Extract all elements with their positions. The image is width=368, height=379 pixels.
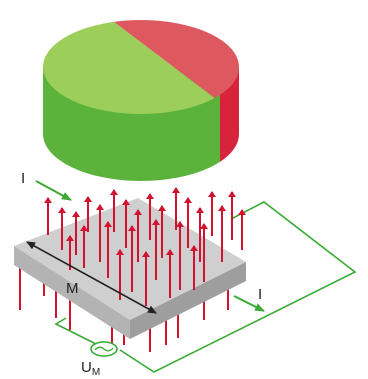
- length-label: M: [66, 280, 79, 297]
- current-in-arrow: [35, 180, 72, 201]
- current-out-arrow: [233, 295, 265, 312]
- hall-voltage-symbol: U: [81, 359, 92, 376]
- permanent-magnet: [43, 20, 239, 181]
- hall-voltage-subscript: M: [91, 367, 101, 378]
- current-out-label: I: [258, 286, 263, 303]
- current-in-label: I: [21, 170, 26, 187]
- circuit-wires: [54, 201, 357, 373]
- length-arrow: [26, 241, 157, 314]
- voltmeter-icon: [90, 341, 118, 357]
- hall-voltage-label: UM: [81, 360, 100, 378]
